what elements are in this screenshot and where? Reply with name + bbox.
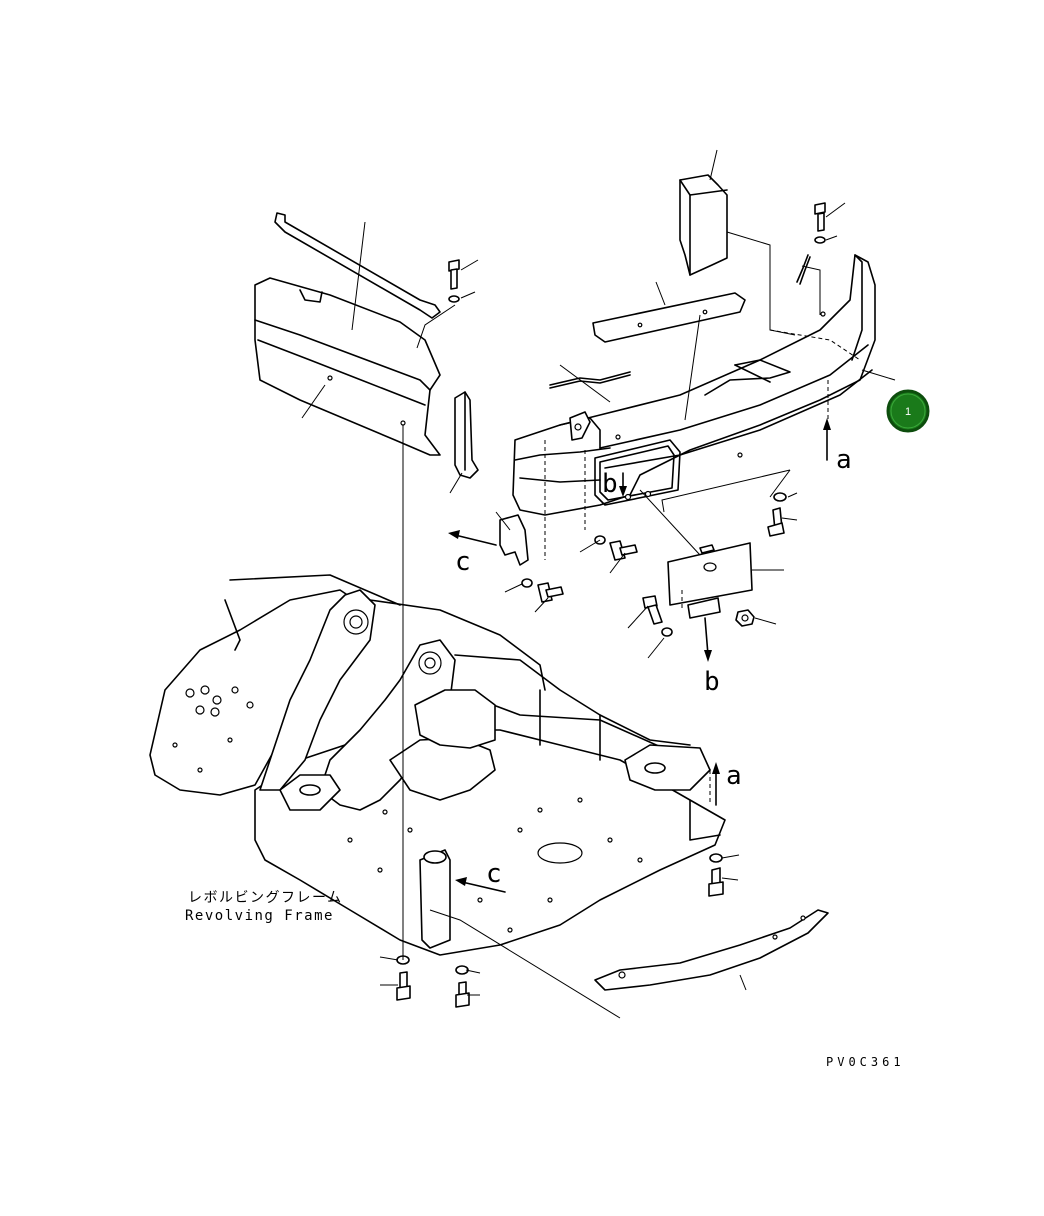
ref-letter-c-left: c — [455, 547, 471, 577]
ref-letter-a-top: a — [836, 445, 852, 475]
bolt-plate-1 — [642, 595, 673, 637]
bolt-right-1 — [767, 492, 787, 537]
top-bracket — [679, 174, 728, 276]
bolt-top-right — [814, 202, 826, 244]
ref-letter-b-top: b — [602, 469, 618, 499]
wire-clip — [549, 371, 631, 389]
small-bracket-c — [499, 514, 529, 566]
lifting-eye-bracket — [569, 411, 591, 441]
hook-bracket — [796, 254, 811, 285]
bolt-frame-right — [708, 853, 724, 897]
seal-strip — [274, 212, 441, 319]
bolt-frame-bottom-1 — [396, 955, 411, 1001]
frame-label-english: Revolving Frame — [185, 908, 334, 924]
frame-label-japanese: レボルビングフレーム — [188, 890, 343, 906]
mounting-plate — [667, 542, 753, 619]
ref-letter-a-frame: a — [726, 761, 742, 791]
callout-badge-number: 1 — [905, 406, 911, 418]
bolt-frame-bottom-2 — [455, 965, 470, 1008]
ref-letter-b-bottom: b — [704, 667, 720, 697]
arrows — [448, 418, 831, 893]
bolt-mid-2 — [521, 578, 564, 603]
drawing-code: PV0C361 — [826, 1055, 905, 1069]
ref-letter-c-frame: c — [486, 859, 502, 889]
counterweight — [512, 254, 876, 560]
bottom-guard-bar — [594, 909, 829, 991]
bolt-top-left — [448, 259, 460, 303]
side-bracket-left — [454, 391, 479, 479]
nut-plate — [735, 609, 755, 627]
deck-holes — [172, 685, 643, 933]
side-cover-left — [254, 277, 441, 456]
revolving-frame — [149, 574, 726, 956]
bolt-mid-1 — [594, 535, 638, 561]
cover-plate-top — [592, 292, 746, 343]
callout-badge[interactable]: 1 — [886, 389, 930, 433]
leader-lines — [301, 149, 896, 1019]
